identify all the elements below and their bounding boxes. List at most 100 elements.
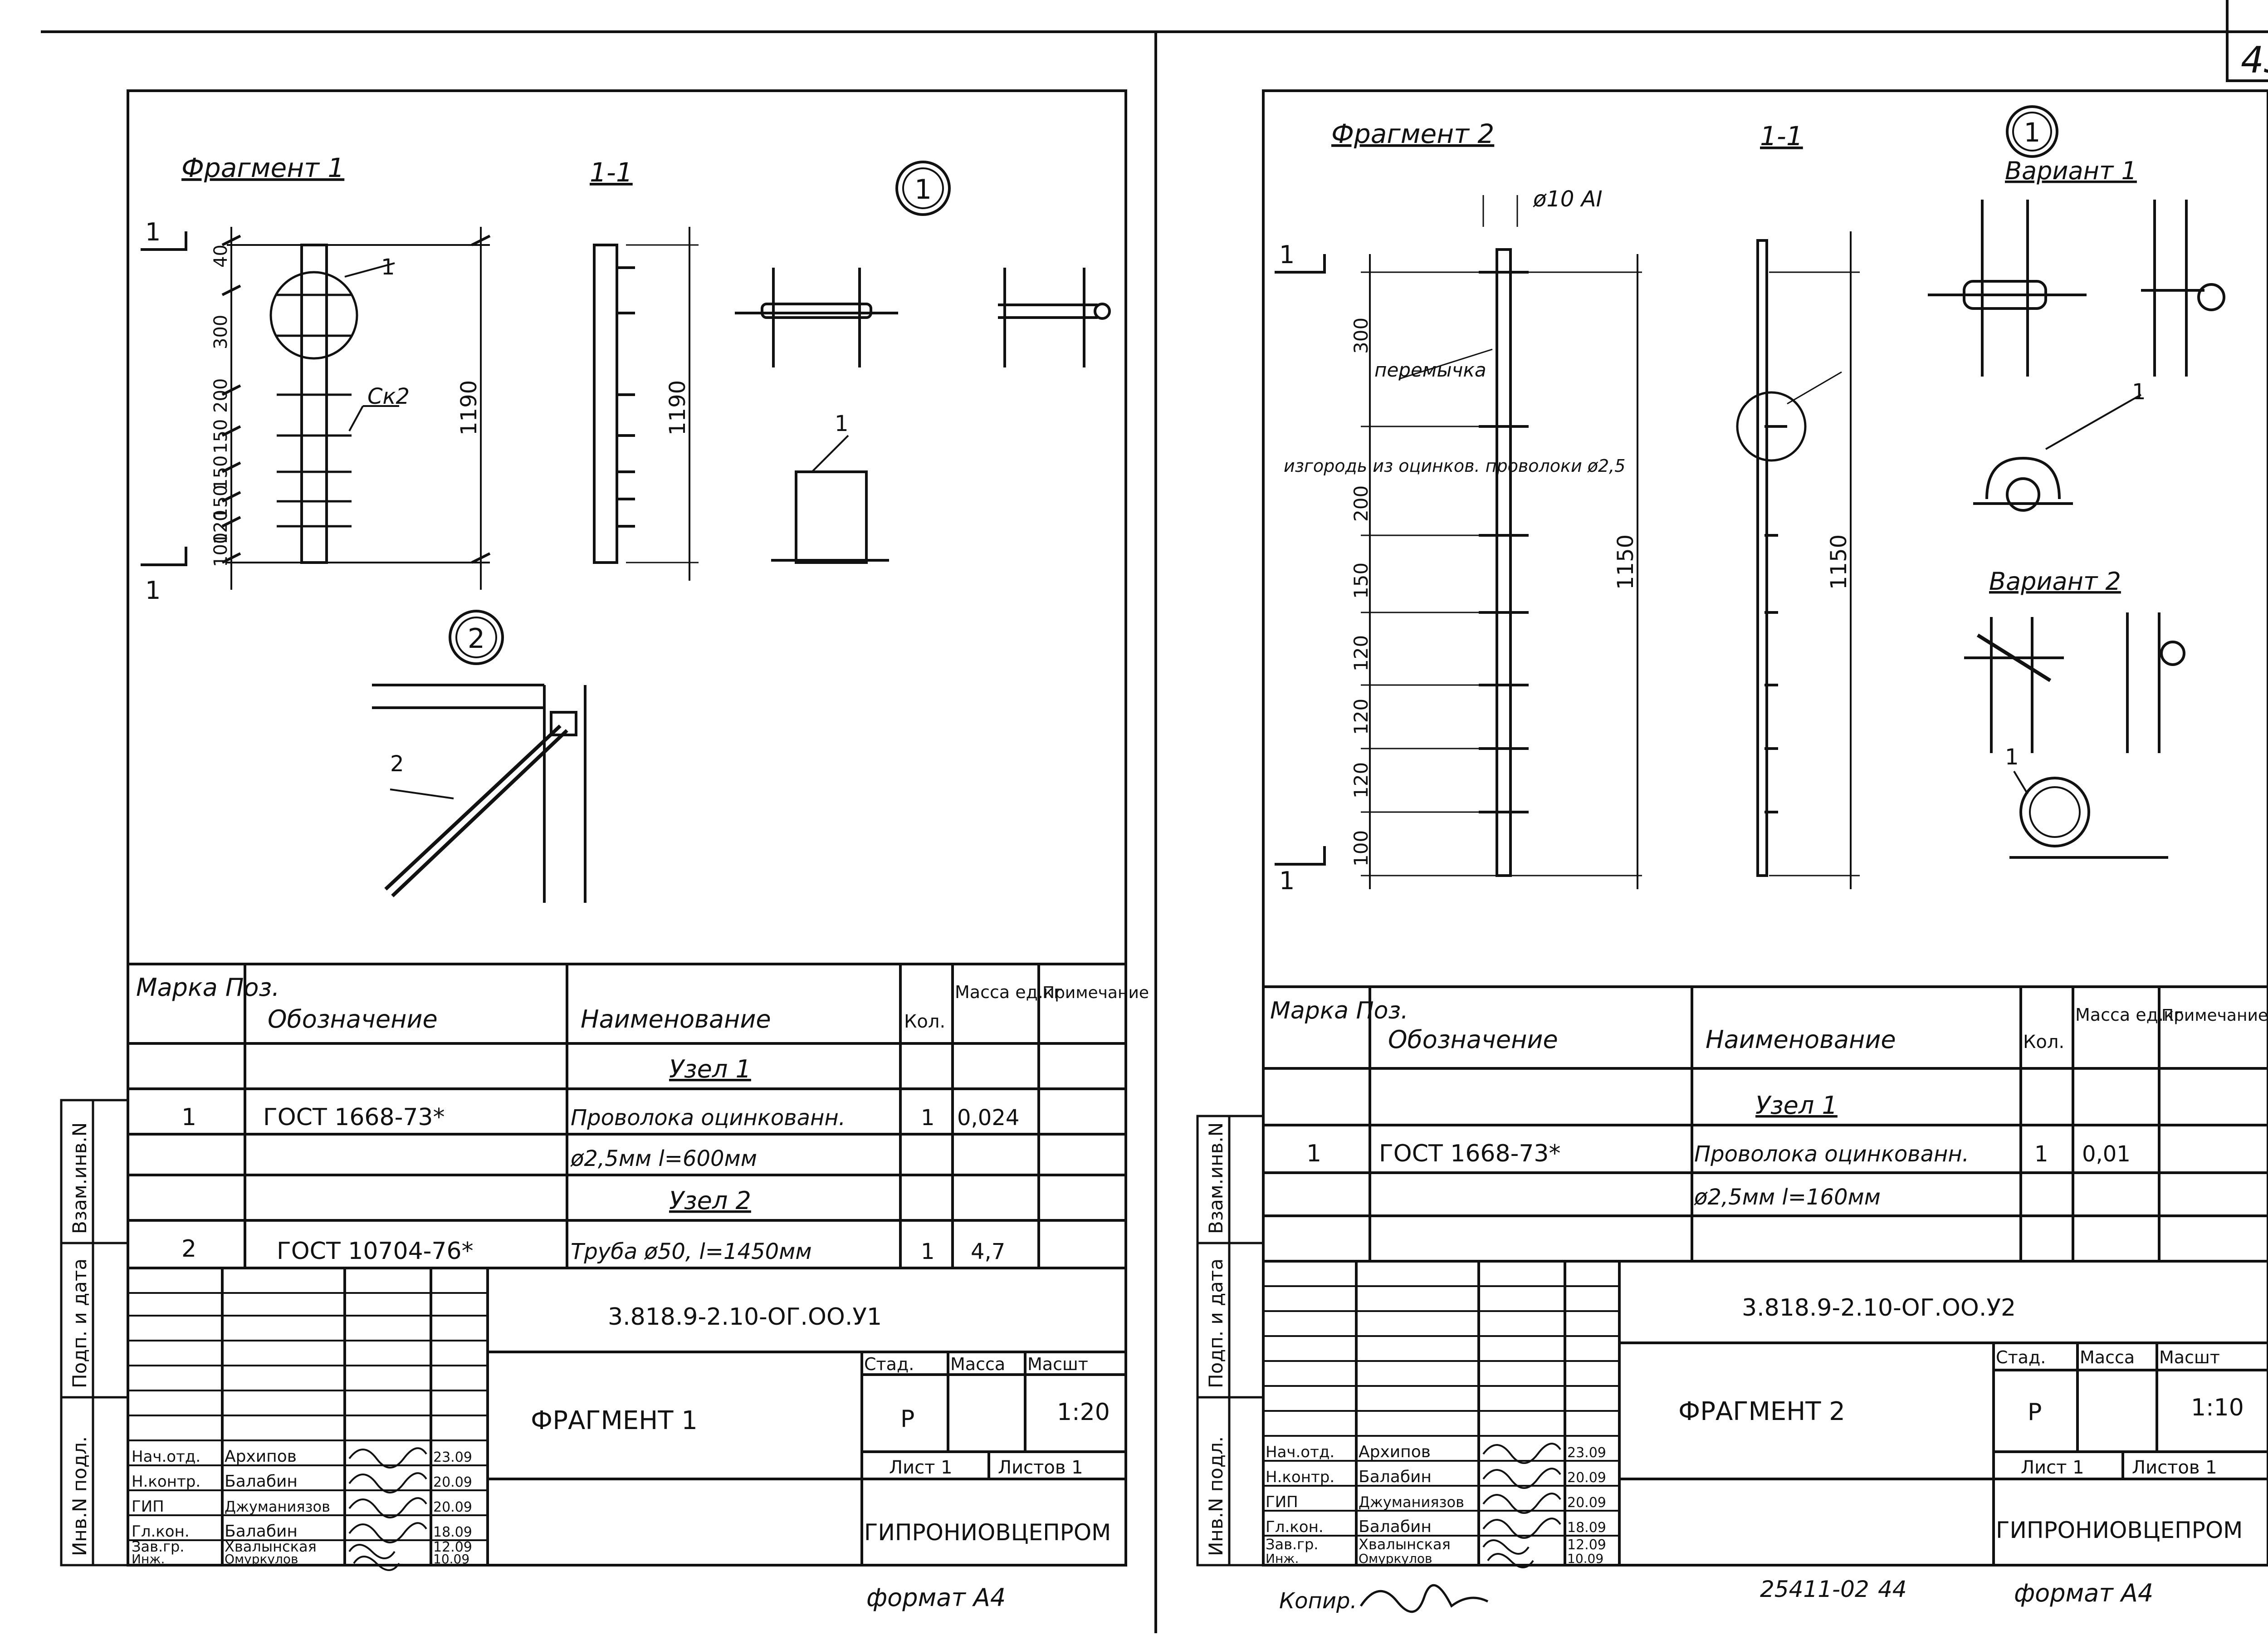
right-dim-total-section: 1150	[1826, 534, 1852, 590]
spec-header-name: Наименование	[581, 1005, 771, 1033]
dim-total-section: 1190	[665, 380, 690, 436]
spec-row-5-pos: 2	[181, 1235, 196, 1263]
right-dim-200: 200	[1350, 485, 1372, 522]
right-spec-header-qty: Кол.	[2023, 1032, 2064, 1053]
page-number: 43	[2241, 39, 2268, 81]
left-sig-date-2: 20.09	[433, 1499, 472, 1515]
spec-row-4-name: Узел 2	[669, 1186, 751, 1215]
spec-header-designation: Обозначение	[268, 1005, 438, 1033]
right-org-name: ГИПРОНИОВЦЕПРОМ	[1996, 1517, 2243, 1543]
cut-label-top: 1	[145, 218, 161, 246]
right-side-label-sign: Подп. и дата	[1205, 1258, 1227, 1388]
right-section-label: 1-1	[1760, 121, 1803, 152]
dim-total: 1190	[456, 380, 482, 436]
variant-details	[1928, 200, 2225, 859]
right-spec-header-designation: Обозначение	[1388, 1025, 1558, 1054]
right-spec-row-1-name: Узел 1	[1755, 1091, 1838, 1120]
right-doc-code: 3.818.9-2.10-ОГ.ОО.У2	[1742, 1294, 2016, 1322]
left-sig-role-2: ГИП	[132, 1498, 164, 1516]
right-spec-row-3-name: ø2,5мм l=160мм	[1694, 1185, 1881, 1210]
right-cut-label-top: 1	[1279, 240, 1295, 269]
right-dim-120b: 120	[1350, 699, 1372, 735]
section-1-1	[593, 227, 699, 581]
spec-row-2-name: Проволока оцинкованн.	[571, 1105, 846, 1131]
spec-row-5-name: Труба ø50, l=1450мм	[571, 1239, 812, 1264]
left-sig-role-0: Нач.отд.	[132, 1448, 200, 1466]
right-drawing-title: ФРАГМЕНТ 2	[1678, 1397, 1845, 1426]
spec-row-2-pos: 1	[181, 1104, 196, 1131]
left-signature-scribbles	[348, 1447, 427, 1571]
right-sig-role-5: Инж.	[1266, 1551, 1299, 1566]
right-format: формат А4	[2014, 1579, 2153, 1607]
right-sig-role-2: ГИП	[1266, 1493, 1298, 1511]
spec-row-2-mass: 0,024	[957, 1105, 1019, 1131]
left-sig-name-5: Омуркулов	[225, 1552, 298, 1567]
left-sheet-label: Лист 1	[889, 1457, 953, 1478]
left-frame	[127, 89, 1127, 1567]
left-org-name: ГИПРОНИОВЦЕПРОМ	[864, 1519, 1111, 1546]
right-dim-120c: 120	[1350, 762, 1372, 798]
right-sig-date-0: 23.09	[1567, 1445, 1606, 1461]
left-sheet: Инв.N подл. Подп. и дата Взам.инв.N Фраг…	[60, 89, 1149, 1612]
right-fragment-title: Фрагмент 2	[1331, 118, 1494, 149]
fragment-title: Фрагмент 1	[181, 152, 344, 183]
archive-page: 44	[1878, 1576, 1907, 1602]
spec-header-note: Примечание	[1042, 984, 1149, 1002]
side-label-replace: Взам.инв.N	[68, 1122, 91, 1234]
variant-2-callout: 1	[2005, 744, 2019, 770]
right-dim-120a: 120	[1350, 635, 1372, 671]
node-marker-1-label: 1	[914, 174, 932, 206]
left-sig-role-3: Гл.кон.	[132, 1523, 190, 1541]
right-dim-total: 1150	[1613, 534, 1638, 590]
node2-detail	[372, 684, 587, 903]
left-mass-label: Масса	[950, 1354, 1005, 1374]
left-sig-role-1: Н.контр.	[132, 1473, 200, 1491]
dim-200: 200	[210, 378, 231, 413]
right-node-marker-1	[2006, 105, 2058, 158]
right-frame	[1262, 89, 2268, 1567]
callout-2: 2	[390, 751, 404, 777]
node-marker-1	[895, 161, 951, 216]
rebar-label: ø10 АI	[1533, 186, 1603, 212]
right-sheets-label: Листов 1	[2132, 1457, 2217, 1478]
right-sig-role-3: Гл.кон.	[1266, 1518, 1324, 1536]
spec-row-1-name: Узел 1	[669, 1055, 751, 1083]
spec-row-3-name: ø2,5мм l=600мм	[570, 1146, 757, 1171]
dim-100: 100	[210, 533, 231, 567]
dim-top-40: 40	[210, 245, 231, 268]
left-sig-date-1: 20.09	[433, 1474, 472, 1490]
right-spec-row-2-name: Проволока оцинкованн.	[1694, 1141, 1969, 1167]
left-sig-date-5: 10.09	[433, 1552, 469, 1567]
spec-row-2-qty: 1	[921, 1105, 935, 1131]
right-spec-grid	[1263, 985, 2268, 1263]
left-doc-code: 3.818.9-2.10-ОГ.ОО.У1	[608, 1303, 882, 1331]
left-sig-date-3: 18.09	[433, 1524, 472, 1540]
right-mass-label: Масса	[2080, 1347, 2135, 1367]
right-sig-date-5: 10.09	[1567, 1551, 1603, 1566]
right-spec-header-note: Примечание	[2161, 1006, 2268, 1025]
fence-elevation	[141, 227, 491, 590]
right-sig-name-3: Балабин	[1359, 1518, 1432, 1536]
right-spec-row-2-mass: 0,01	[2082, 1141, 2131, 1167]
left-scale-label: Масшт	[1027, 1354, 1088, 1374]
left-sig-name-1: Балабин	[225, 1472, 298, 1491]
right-sig-name-4: Хвалынская	[1359, 1536, 1451, 1553]
right-dim-150: 150	[1350, 563, 1372, 599]
right-sig-role-4: Зав.гр.	[1266, 1536, 1318, 1553]
right-sig-role-1: Н.контр.	[1266, 1468, 1334, 1486]
left-sig-name-4: Хвалынская	[225, 1538, 317, 1555]
left-sig-role-5: Инж.	[132, 1552, 165, 1567]
callout-1: 1	[381, 255, 395, 280]
right-spec-row-2-qty: 1	[2034, 1141, 2048, 1167]
right-sig-role-0: Нач.отд.	[1266, 1443, 1334, 1461]
right-sheet-label: Лист 1	[2021, 1457, 2084, 1478]
right-sig-name-0: Архипов	[1359, 1443, 1431, 1461]
copy-signature	[1359, 1584, 1489, 1613]
left-stage-value: Р	[900, 1405, 914, 1433]
right-scale-value: 1:10	[2191, 1394, 2244, 1421]
spec-header-pos: Марка Поз.	[136, 973, 279, 1002]
right-section-1-1	[1736, 231, 1860, 889]
right-sig-date-2: 20.09	[1567, 1495, 1606, 1511]
note-fence: изгородь из оцинков. проволоки ø2,5	[1284, 456, 1625, 476]
left-sig-name-3: Балабин	[225, 1522, 298, 1541]
